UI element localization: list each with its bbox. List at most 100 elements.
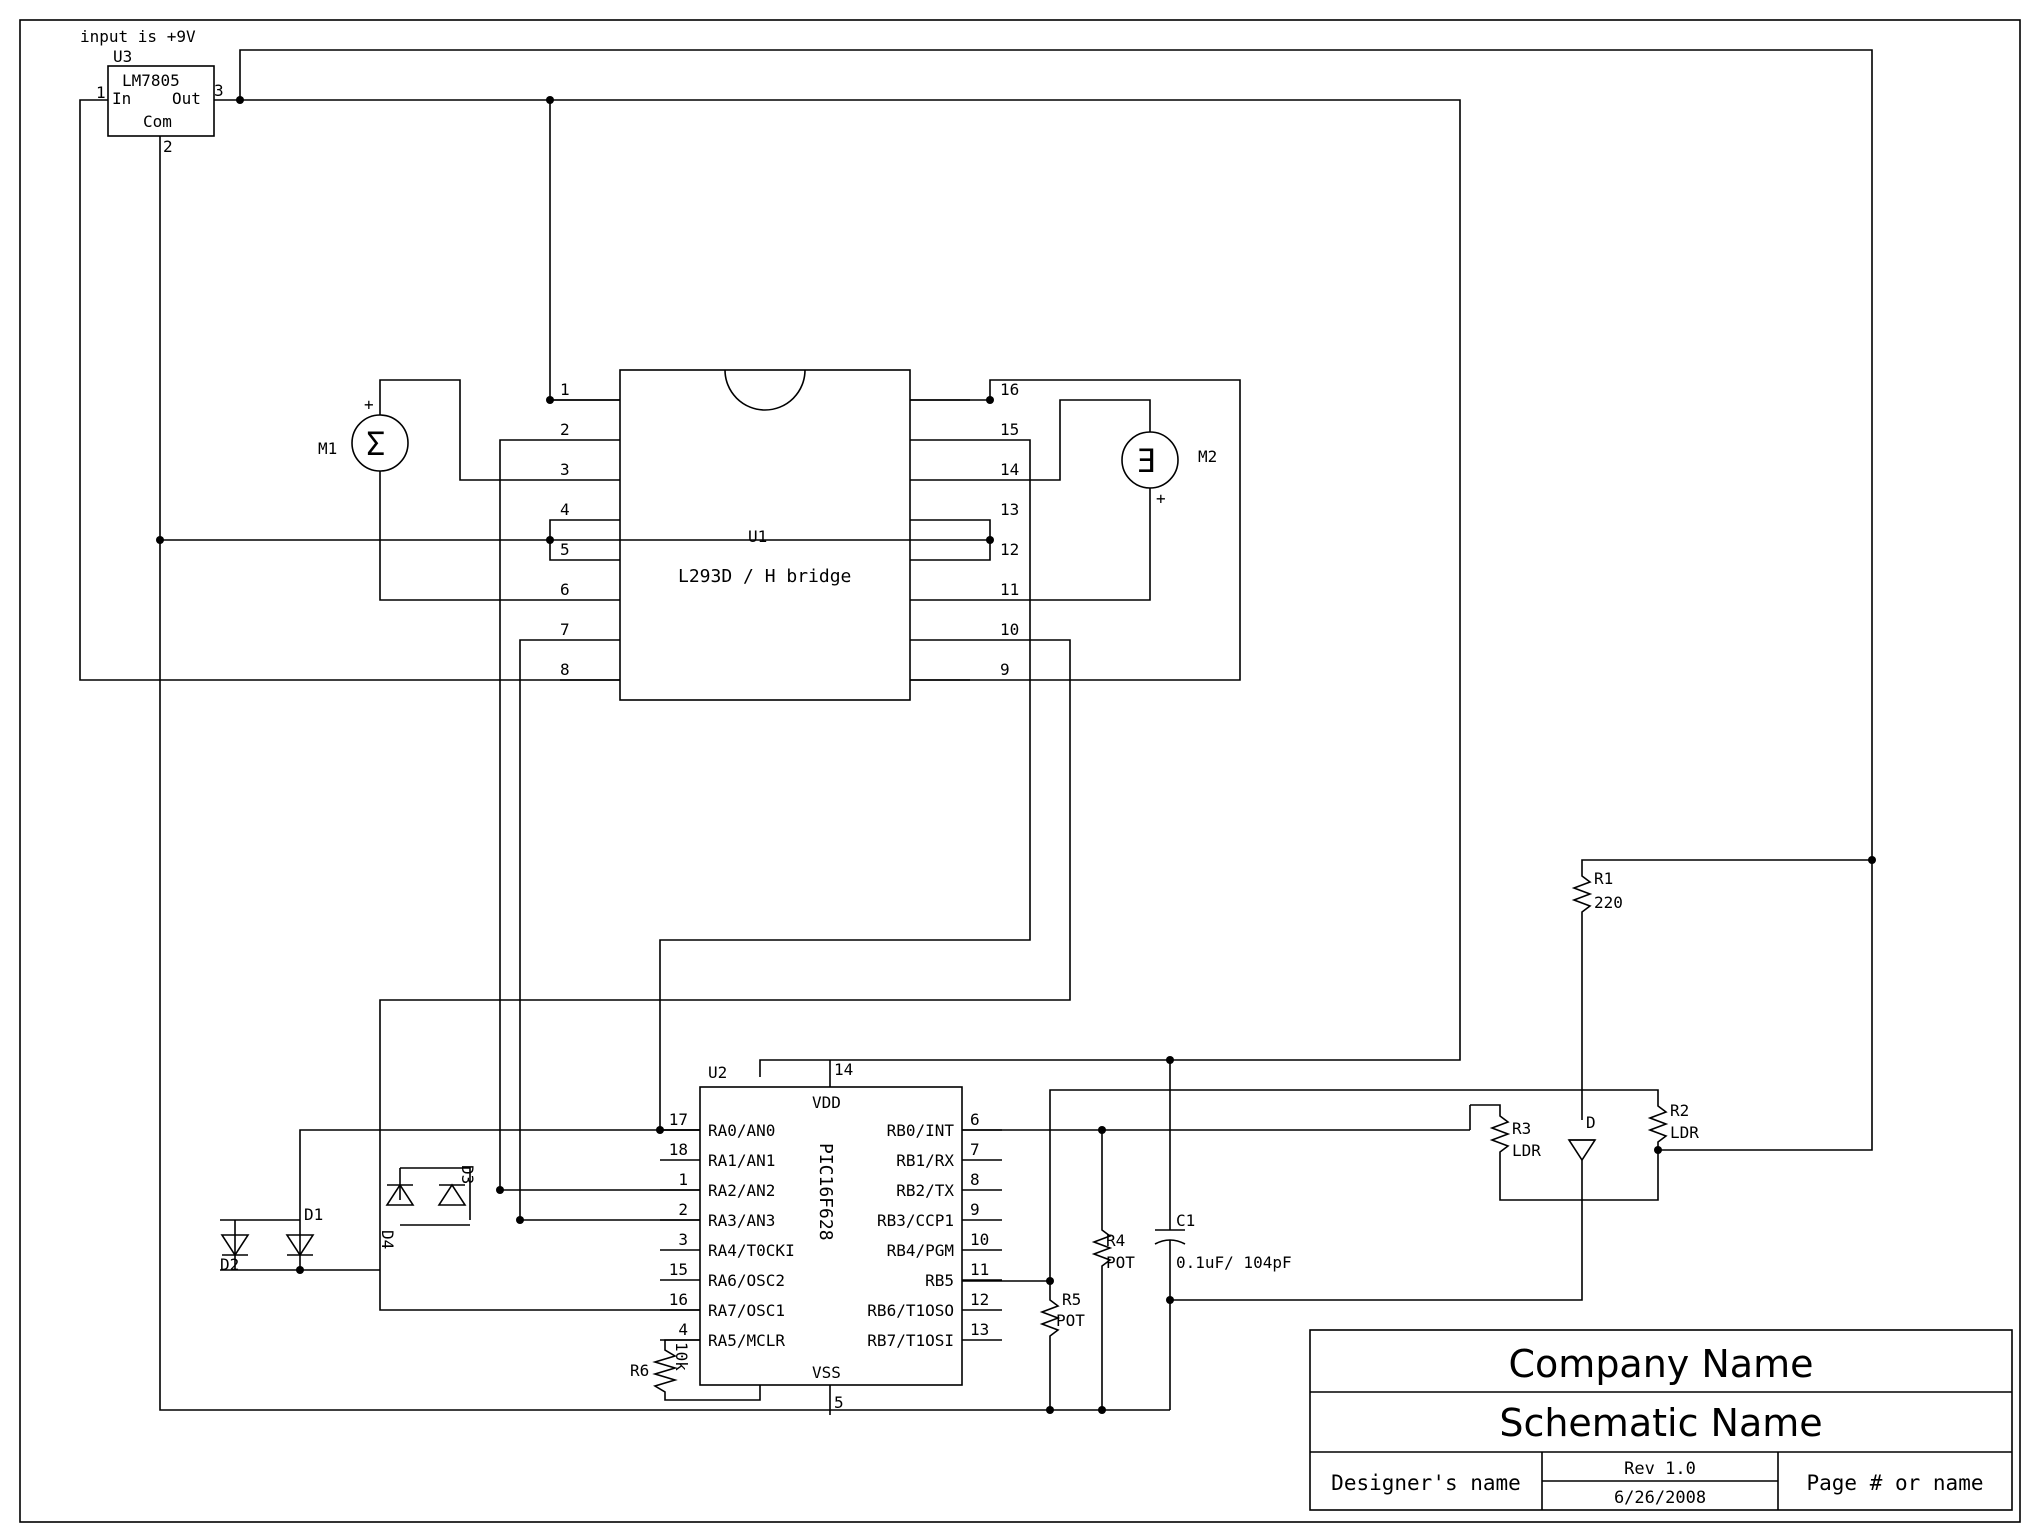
r3-val: LDR: [1512, 1141, 1541, 1160]
r4-val: POT: [1106, 1253, 1135, 1272]
mcu-pin-number: 18: [669, 1140, 688, 1159]
mcu-pin-name: RB6/T1OSO: [867, 1301, 954, 1320]
mcu-pin-name: RB3/CCP1: [877, 1211, 954, 1230]
mcu-pin-name: RA5/MCLR: [708, 1331, 785, 1350]
wire-vin-right: [910, 379, 1241, 681]
mcu-pin-number: 16: [669, 1290, 688, 1309]
mcu-vss: VSS: [812, 1363, 841, 1382]
r2-val: LDR: [1670, 1123, 1699, 1142]
junction: [546, 96, 554, 104]
junction: [656, 1126, 664, 1134]
r3-ref: R3: [1512, 1119, 1531, 1138]
wire-r2-top: [1049, 1089, 1659, 1281]
hbridge-pin-number: 12: [1000, 540, 1019, 559]
mcu-pin-number: 15: [669, 1260, 688, 1279]
regulator-pin2: 2: [163, 137, 173, 156]
c1-val: 0.1uF/ 104pF: [1176, 1253, 1292, 1272]
hbridge-pin-number: 2: [560, 420, 570, 439]
wire-m1-bottom: [379, 471, 560, 601]
junction: [516, 1216, 524, 1224]
title-block: Company Name Schematic Name Designer's n…: [1309, 1329, 2013, 1511]
junction: [1098, 1126, 1106, 1134]
company-name: Company Name: [1509, 1342, 1814, 1386]
regulator-part: LM7805: [122, 71, 180, 90]
schematic-name: Schematic Name: [1499, 1401, 1822, 1445]
hbridge-pin-number: 15: [1000, 420, 1019, 439]
wire-d3-d4: [400, 1167, 471, 1220]
mcu-pin-number: 9: [970, 1200, 980, 1219]
m2-ref: M2: [1198, 447, 1217, 466]
mcu-pin-number: 11: [970, 1260, 989, 1279]
d1-ref: D1: [304, 1205, 323, 1224]
hbridge-pin-number: 16: [1000, 380, 1019, 399]
mcu-pin-name: RA4/T0CKI: [708, 1241, 795, 1260]
junction: [1046, 1277, 1054, 1285]
mcu-pin-name: RB0/INT: [887, 1121, 955, 1140]
junction: [1046, 1406, 1054, 1414]
mcu-pin-number: 3: [678, 1230, 688, 1249]
mcu-pin-number: 10: [970, 1230, 989, 1249]
mcu-vdd-pin: 14: [834, 1060, 853, 1079]
hbridge-part: L293D / H bridge: [678, 566, 851, 587]
junctions: [156, 96, 1876, 1414]
mcu-pin-name: RA3/AN3: [708, 1211, 775, 1230]
hbridge-pin-number: 3: [560, 460, 570, 479]
mcu-right-pins: 6RB0/INT7RB1/RX8RB2/TX9RB3/CCP110RB4/PGM…: [867, 1110, 1002, 1350]
hbridge-pin-number: 10: [1000, 620, 1019, 639]
mcu-vss-pin: 5: [834, 1393, 844, 1412]
hbridge-pin-number: 8: [560, 660, 570, 679]
title-block-frame: [1309, 1329, 2013, 1511]
m1-plus: +: [364, 395, 374, 414]
resistor-r6: R6 10k: [630, 1339, 761, 1401]
revision: Rev 1.0: [1624, 1459, 1696, 1479]
mcu-pin-number: 6: [970, 1110, 980, 1129]
junction: [986, 536, 994, 544]
hbridge-body: [619, 369, 911, 701]
hbridge-pin-number: 5: [560, 540, 570, 559]
mcu-pin-number: 17: [669, 1110, 688, 1129]
r2-ref: R2: [1670, 1101, 1689, 1120]
hbridge-pin-number: 7: [560, 620, 570, 639]
drawing-border: [19, 19, 2021, 1523]
junction: [1098, 1406, 1106, 1414]
wire-pin7-ra3: [519, 639, 700, 1221]
r5-symbol: [1039, 1281, 1061, 1410]
wire-pin10-ra7: [379, 639, 1071, 1311]
regulator-pin1: 1: [96, 83, 106, 102]
junction: [1868, 856, 1876, 864]
led-group-left: D2 D1: [220, 1129, 700, 1274]
mcu-pin-name: RB1/RX: [896, 1151, 954, 1170]
regulator-pin-out-label: Out: [172, 89, 201, 108]
junction: [236, 96, 244, 104]
regulator-u3: input is +9V U3 LM7805 In Out Com 1 2 3: [80, 27, 224, 156]
mcu-pin-number: 12: [970, 1290, 989, 1309]
hbridge-pin-number: 1: [560, 380, 570, 399]
junction: [296, 1266, 304, 1274]
c1-ref: C1: [1176, 1211, 1195, 1230]
r1-symbol: [1571, 868, 1593, 1120]
mcu-pin-name: RA7/OSC1: [708, 1301, 785, 1320]
led-group-middle: D4 D3: [378, 1165, 477, 1249]
d4-symbol: [385, 1183, 415, 1206]
d1-symbol: [285, 1234, 315, 1257]
regulator-pin-com-label: Com: [143, 112, 172, 131]
r2-symbol: [1647, 1100, 1669, 1150]
date: 6/26/2008: [1614, 1488, 1706, 1508]
mcu-pin-number: 8: [970, 1170, 980, 1189]
junction: [1654, 1146, 1662, 1154]
r6-symbol: [652, 1339, 761, 1401]
mcu-pin-number: 2: [678, 1200, 688, 1219]
input-note: input is +9V: [80, 27, 196, 46]
sensor-network: R4 POT R5 POT C1 0.1uF/ 104pF R1 220 D R…: [962, 868, 1699, 1410]
mcu-pin-name: RA6/OSC2: [708, 1271, 785, 1290]
wire-r1-top: [1581, 859, 1872, 868]
mcu-pin-name: RB4/PGM: [887, 1241, 954, 1260]
r1-val: 220: [1594, 893, 1623, 912]
wire-d-bottom: [1170, 1160, 1583, 1301]
hbridge-pin-number: 11: [1000, 580, 1019, 599]
mcu-pin-name: RA2/AN2: [708, 1181, 775, 1200]
d3-ref: D3: [458, 1165, 477, 1184]
